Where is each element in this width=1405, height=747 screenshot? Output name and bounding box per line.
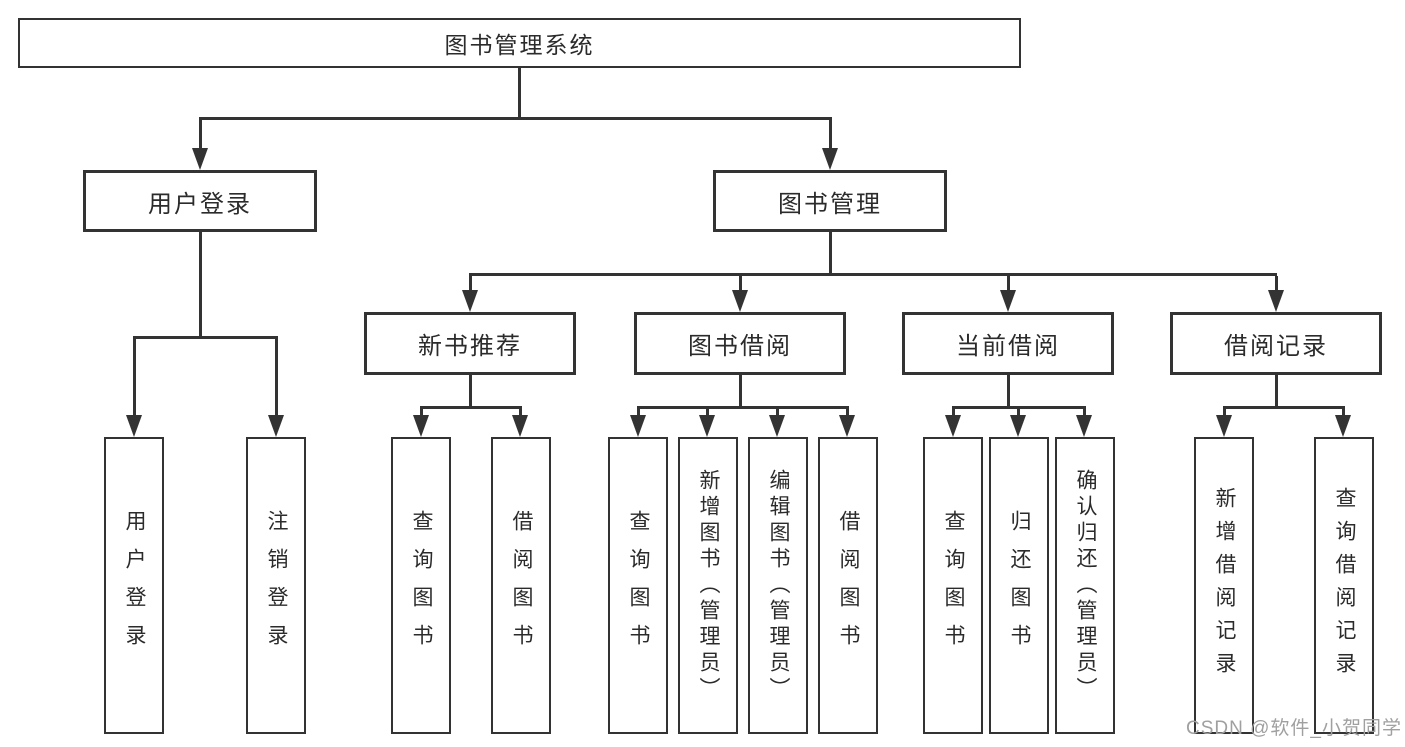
arrow-down-icon	[192, 148, 208, 170]
connector-line	[133, 339, 136, 416]
arrow-down-icon	[1335, 415, 1351, 437]
leaf-return-books: 归还图书	[989, 437, 1049, 734]
connector-line	[469, 276, 472, 291]
node-book-borrow: 图书借阅	[634, 312, 846, 375]
arrow-down-icon	[1010, 415, 1026, 437]
connector-line	[829, 232, 832, 273]
connector-line	[1275, 276, 1278, 291]
leaf-query-books-current: 查询图书	[923, 437, 983, 734]
connector-line	[637, 409, 640, 417]
connector-line	[829, 120, 832, 149]
arrow-down-icon	[413, 415, 429, 437]
arrow-down-icon	[512, 415, 528, 437]
connector-line	[519, 409, 522, 417]
connector-line	[1007, 276, 1010, 291]
connector-line	[846, 409, 849, 417]
connector-line	[1223, 406, 1345, 409]
arrow-down-icon	[945, 415, 961, 437]
connector-line	[133, 336, 278, 339]
arrow-down-icon	[822, 148, 838, 170]
connector-line	[199, 232, 202, 336]
leaf-borrow-books: 借阅图书	[818, 437, 878, 734]
arrow-down-icon	[126, 415, 142, 437]
connector-line	[1083, 409, 1086, 417]
leaf-user-login: 用户登录	[104, 437, 164, 734]
connector-line	[706, 409, 709, 417]
arrow-down-icon	[630, 415, 646, 437]
arrow-down-icon	[1000, 290, 1016, 312]
node-user-login: 用户登录	[83, 170, 317, 232]
node-borrow-records: 借阅记录	[1170, 312, 1382, 375]
leaf-query-books-borrow: 查询图书	[608, 437, 668, 734]
connector-line	[469, 375, 472, 406]
arrow-down-icon	[1076, 415, 1092, 437]
leaf-edit-books-admin: 编辑图书（管理员）	[748, 437, 808, 734]
connector-line	[739, 276, 742, 291]
connector-line	[1275, 375, 1278, 406]
arrow-down-icon	[699, 415, 715, 437]
node-current-borrow: 当前借阅	[902, 312, 1114, 375]
arrow-down-icon	[769, 415, 785, 437]
connector-line	[1223, 409, 1226, 417]
leaf-confirm-return-admin: 确认归还（管理员）	[1055, 437, 1115, 734]
connector-line	[420, 406, 522, 409]
leaf-logout: 注销登录	[246, 437, 306, 734]
leaf-add-books-admin: 新增图书（管理员）	[678, 437, 738, 734]
connector-line	[637, 406, 849, 409]
arrow-down-icon	[462, 290, 478, 312]
leaf-add-borrow-record: 新增借阅记录	[1194, 437, 1254, 734]
connector-line	[739, 375, 742, 406]
connector-line	[952, 406, 1086, 409]
arrow-down-icon	[1216, 415, 1232, 437]
connector-line	[275, 339, 278, 416]
connector-line	[199, 120, 202, 149]
arrow-down-icon	[839, 415, 855, 437]
connector-line	[1017, 409, 1020, 417]
connector-line	[469, 273, 1277, 276]
arrow-down-icon	[732, 290, 748, 312]
connector-line	[518, 68, 521, 117]
node-book-management: 图书管理	[713, 170, 947, 232]
connector-line	[1007, 375, 1010, 406]
connector-line	[1342, 409, 1345, 417]
node-root-system: 图书管理系统	[18, 18, 1021, 68]
leaf-query-books-recommend: 查询图书	[391, 437, 451, 734]
connector-line	[420, 409, 423, 417]
arrow-down-icon	[1268, 290, 1284, 312]
connector-line	[199, 117, 832, 120]
csdn-watermark: CSDN @软件_小贺同学	[1186, 718, 1402, 739]
connector-line	[952, 409, 955, 417]
node-new-book-recommend: 新书推荐	[364, 312, 576, 375]
leaf-query-borrow-record: 查询借阅记录	[1314, 437, 1374, 734]
arrow-down-icon	[268, 415, 284, 437]
leaf-borrow-books-recommend: 借阅图书	[491, 437, 551, 734]
connector-line	[776, 409, 779, 417]
